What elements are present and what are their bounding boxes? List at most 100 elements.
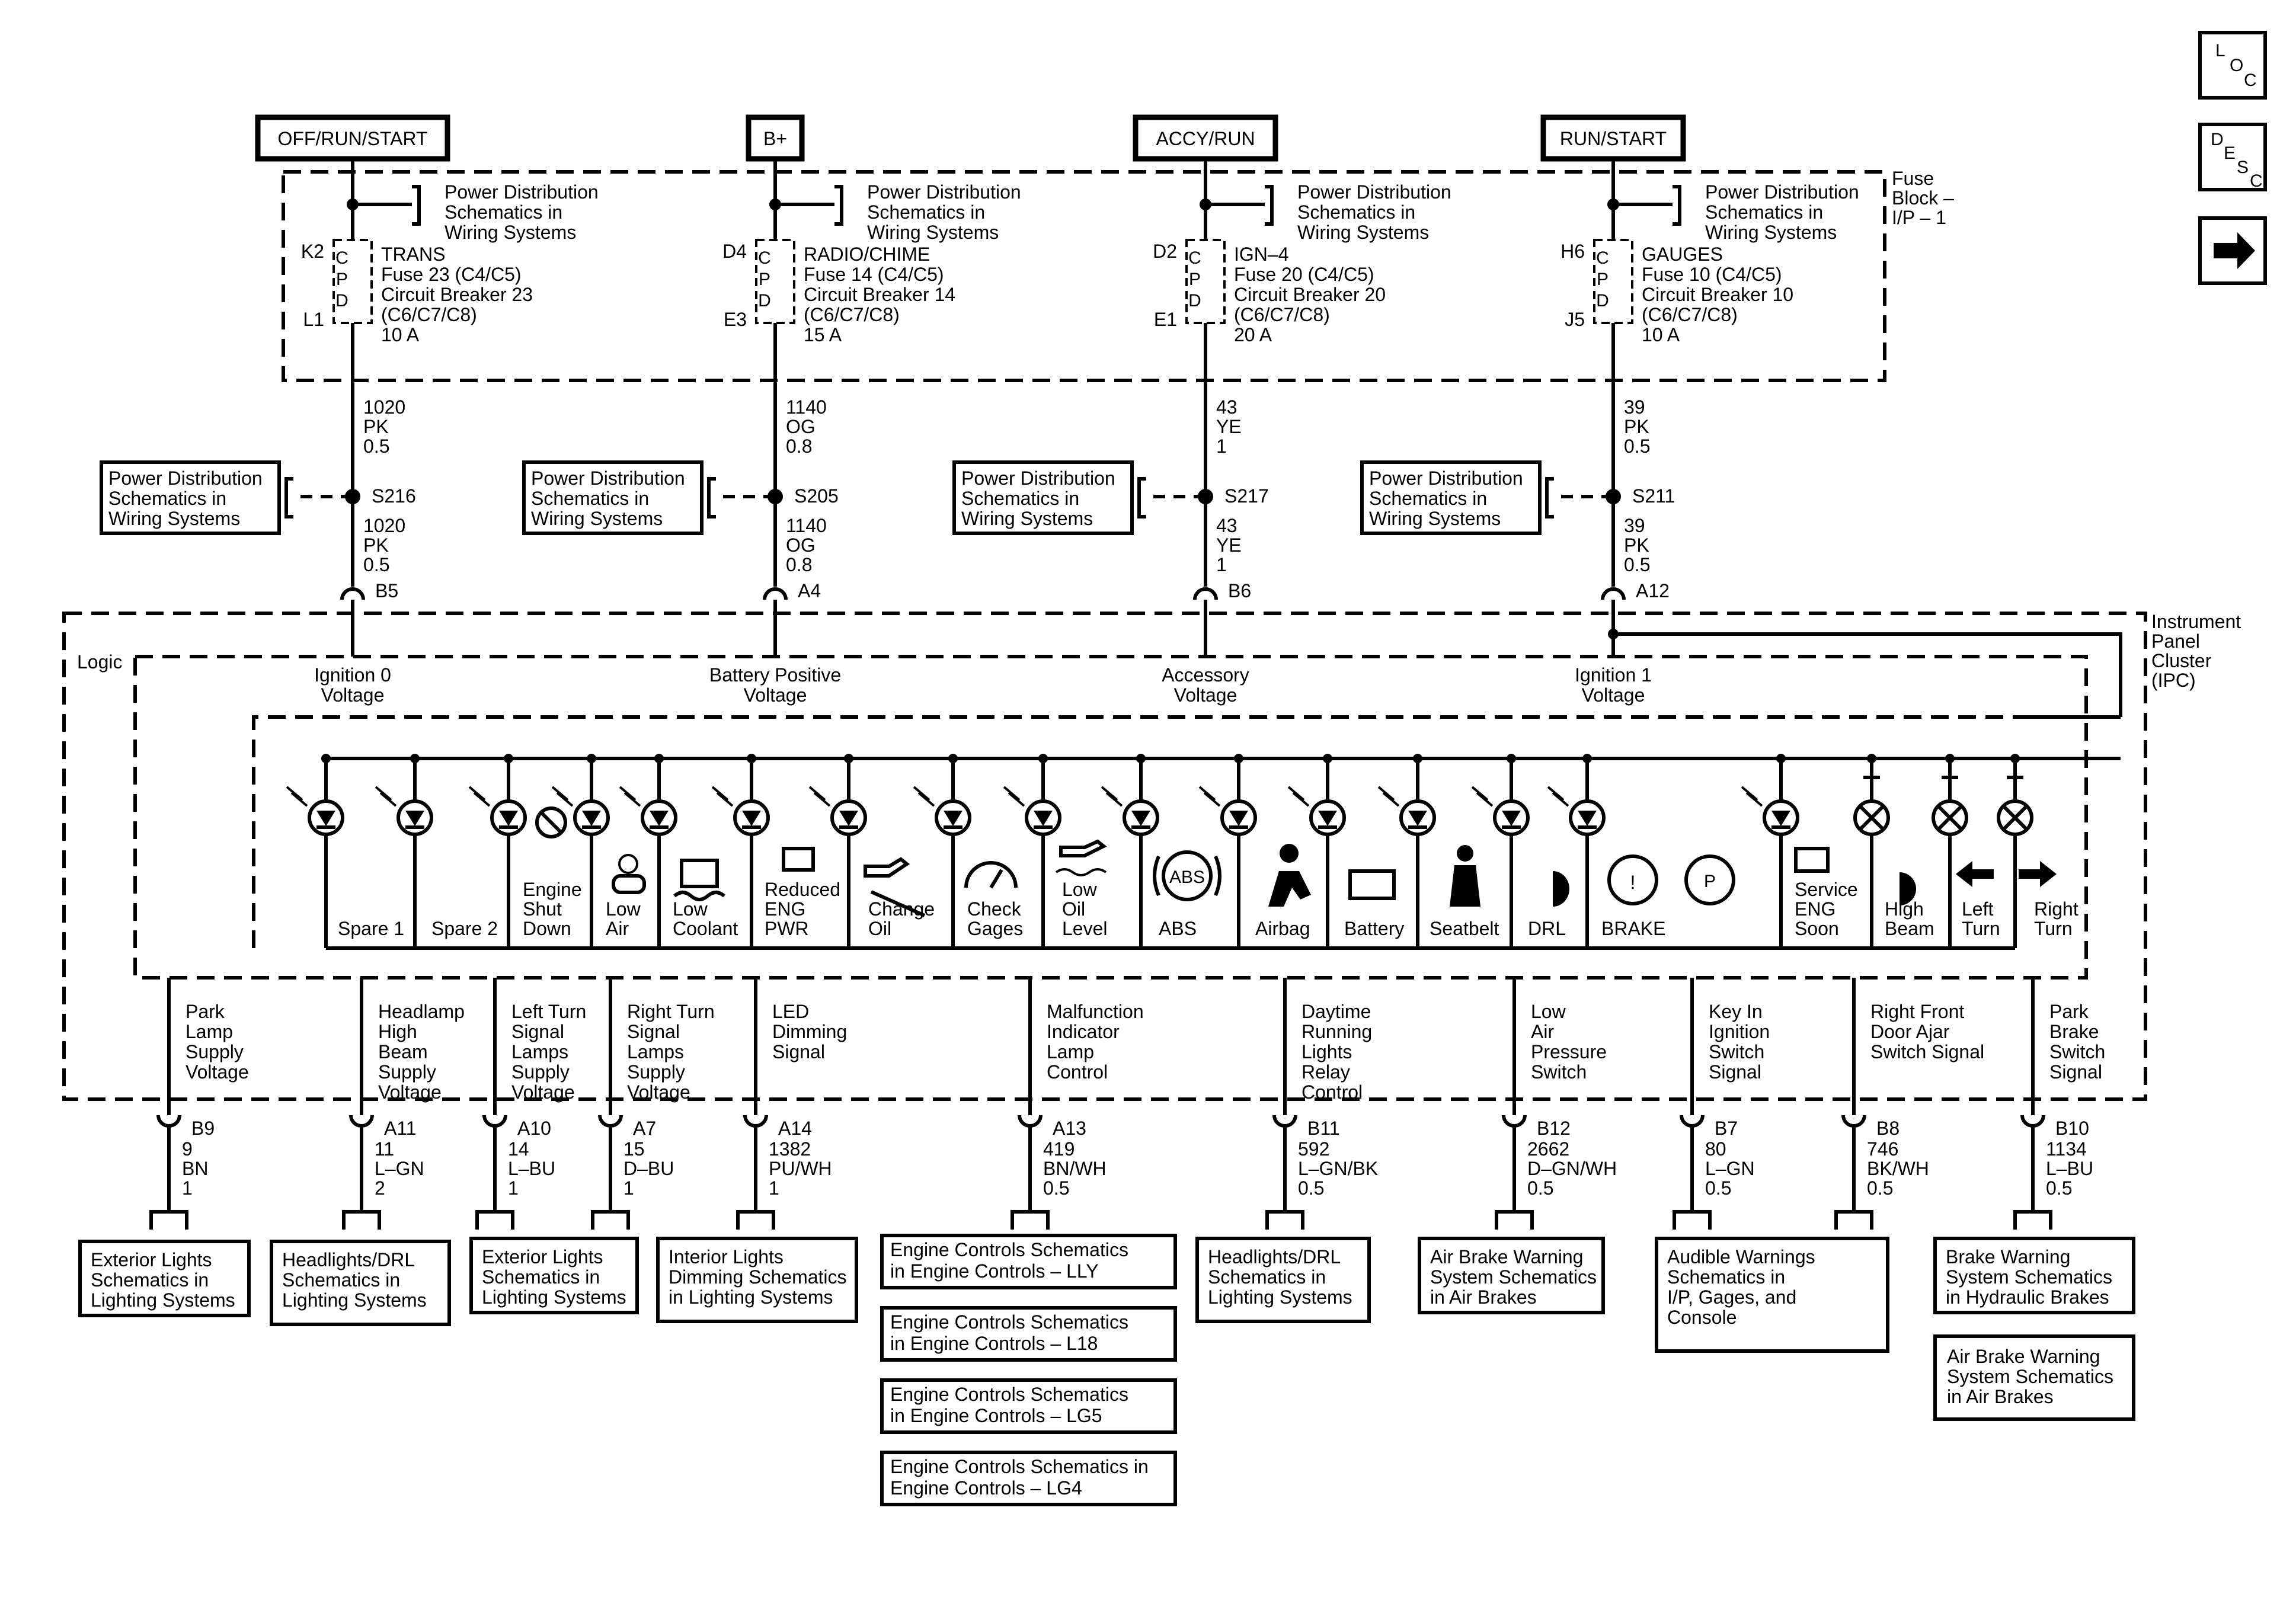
connector-symbol (156, 1115, 181, 1128)
desc-button-frame[interactable] (2198, 123, 2267, 191)
indicator-label: Beam (1885, 918, 1934, 939)
output-signal-label: Right Front (1870, 1001, 1964, 1022)
output-signal-label: Signal (511, 1021, 564, 1042)
connector-label: A11 (384, 1118, 417, 1139)
light-ray-icon (1198, 786, 1221, 807)
led-icon (650, 811, 669, 826)
wire-id: 592 (1298, 1138, 1329, 1160)
wire-id: OG (786, 416, 816, 437)
brake-warning-icon (1607, 854, 1658, 905)
fuse-description: Circuit Breaker 23 (381, 284, 533, 305)
light-ray-icon (1741, 786, 1763, 807)
light-ray-icon (1101, 786, 1123, 807)
fuse-description: Circuit Breaker 14 (804, 284, 955, 305)
fuse-description: RADIO/CHIME (804, 244, 930, 265)
wire-id: 1 (623, 1177, 634, 1199)
connector-symbol (763, 587, 788, 600)
fuse-description: 15 A (804, 324, 842, 345)
wire-id: 0.8 (786, 436, 812, 457)
reference-box-text: Exterior Lights (91, 1249, 212, 1270)
next-arrow-icon[interactable] (2214, 232, 2255, 269)
fuse-block-label: Fuse (1892, 168, 1934, 189)
output-signal-label: Supply (186, 1041, 244, 1062)
park-brake-icon (1684, 854, 1735, 905)
output-3: Left TurnSignalLampsSupplyVoltageA1014L–… (475, 978, 586, 1230)
power-distribution-reference: Wiring Systems (445, 222, 576, 243)
wire-id: 1140 (786, 515, 827, 536)
reference-bracket (736, 1210, 775, 1230)
loc-button[interactable]: LOC (2198, 31, 2267, 100)
indicator-13: Seatbelt (1377, 754, 1499, 948)
desc-letter: S (2237, 158, 2249, 177)
output-signal-label: Supply (378, 1061, 436, 1083)
reference-box-text: Lighting Systems (482, 1286, 626, 1308)
connector-label: B9 (191, 1118, 215, 1139)
reference-box-frame (469, 1237, 639, 1314)
next-button[interactable] (2198, 216, 2267, 285)
fuse-description: Circuit Breaker 20 (1234, 284, 1386, 305)
reference-bracket (707, 477, 716, 518)
wire-id: 1020 (363, 515, 405, 536)
output-signal-label: Daytime (1302, 1001, 1371, 1022)
indicator-label: Spare 1 (338, 918, 404, 939)
led-icon (1318, 811, 1337, 826)
oil-level-icon (1055, 868, 1107, 876)
wire-id: PK (363, 534, 389, 556)
connector-symbol (1680, 1115, 1705, 1128)
power-distribution-box-text: Wiring Systems (531, 508, 663, 529)
indicator-label: Low (606, 898, 641, 920)
fuse-description: TRANS (381, 244, 445, 265)
connector-symbol (482, 1115, 507, 1128)
reference-box-frame (78, 1240, 251, 1317)
output-signal-label: High (378, 1021, 417, 1042)
output-signal-label: Control (1047, 1061, 1108, 1083)
indicator-label: DRL (1528, 918, 1566, 939)
reference-box-text: Schematics in (282, 1269, 400, 1291)
loc-button-frame[interactable] (2198, 31, 2267, 100)
park-brake-icon-text: P (1704, 872, 1716, 891)
oil-can-icon (1059, 839, 1107, 857)
indicator-label: Change (868, 898, 935, 920)
indicator-label: Reduced (765, 879, 840, 900)
ipc-label: Panel (2151, 630, 2200, 652)
led-icon (1034, 811, 1053, 826)
reference-bracket (2013, 1210, 2052, 1230)
reference-box-frame (1195, 1237, 1371, 1323)
reference-bracket (1011, 1210, 1050, 1230)
output-signal-label: Switch (1709, 1041, 1764, 1062)
led-icon (582, 811, 601, 826)
reference-bracket (1545, 477, 1554, 518)
fuse-description: Fuse 10 (C4/C5) (1642, 264, 1782, 285)
connector-symbol (1018, 1115, 1043, 1128)
output-signal-label: Key In (1709, 1001, 1763, 1022)
indicator-label: BRAKE (1601, 918, 1665, 939)
indicator-label: ENG (1795, 898, 1835, 920)
fuse-description: (C6/C7/C8) (1234, 304, 1330, 325)
wire-id: 2662 (1527, 1138, 1569, 1160)
indicator-label: Low (1062, 879, 1098, 900)
wrench-icon (870, 890, 926, 917)
connector-label: B11 (1307, 1118, 1340, 1139)
fuse-description: Circuit Breaker 10 (1642, 284, 1793, 305)
reference-box-text: I/P, Gages, and (1667, 1286, 1796, 1308)
reference-box-frame (656, 1237, 858, 1323)
output-signal-label: Relay (1302, 1061, 1350, 1083)
indicator-label: Service (1795, 879, 1858, 900)
indicator-label: Battery (1344, 918, 1404, 939)
fuse-description: 20 A (1234, 324, 1272, 345)
connector-symbol (1841, 1115, 1866, 1128)
reference-bracket (342, 1210, 381, 1230)
wire-id: 80 (1705, 1138, 1726, 1160)
engine-icon (1794, 847, 1830, 873)
reference-bracket (1495, 1210, 1534, 1230)
wire-id: OG (786, 534, 816, 556)
